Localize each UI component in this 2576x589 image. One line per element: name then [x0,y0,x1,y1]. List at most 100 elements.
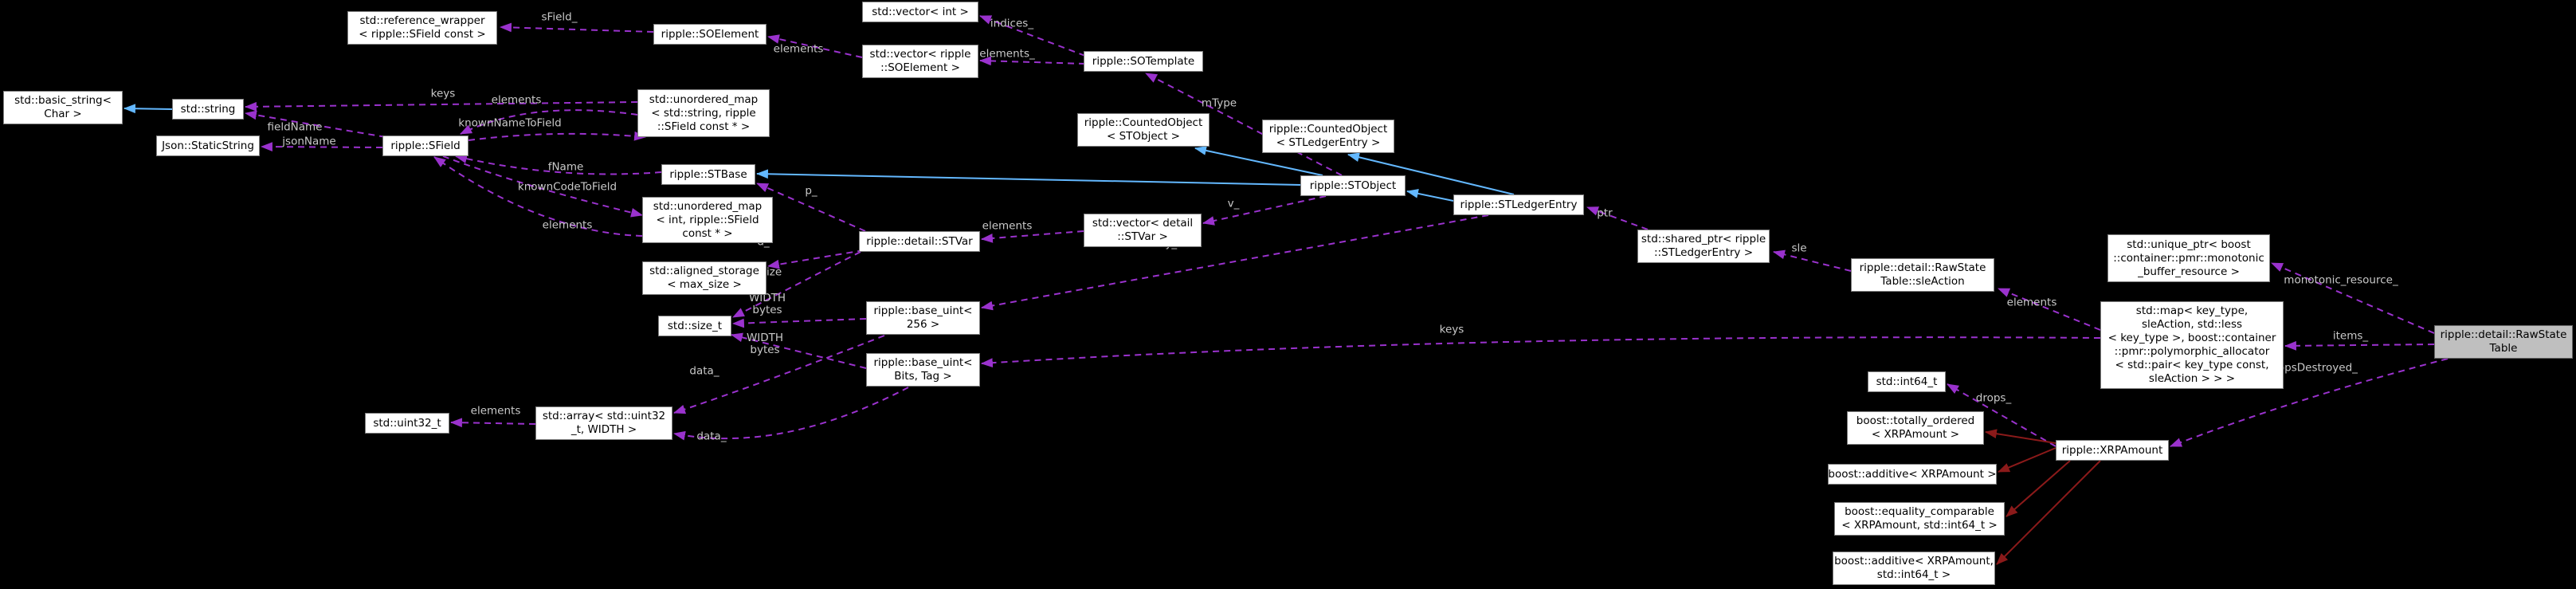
node-additive_xrp[interactable]: boost::additive< XRPAmount > [1828,464,1997,485]
node-int64[interactable]: std::int64_t [1868,371,1946,392]
node-vec_stvar-label-line: std::vector< detail [1092,217,1194,230]
node-umap_str-label-line: < std::string, ripple [651,106,756,120]
node-soelement[interactable]: ripple::SOElement [653,24,767,45]
node-uint32[interactable]: std::uint32_t [365,413,449,434]
node-sotemplate[interactable]: ripple::SOTemplate [1084,51,1203,72]
node-counted_stobject-label-line: ripple::CountedObject [1084,116,1203,129]
node-shared_ptr-label-line: ::STLedgerEntry > [1653,246,1754,259]
node-shared_ptr[interactable]: std::shared_ptr< ripple::STLedgerEntry > [1637,230,1770,263]
edge-xrpamount-to-int64 [1947,383,2056,447]
node-vec_int[interactable]: std::vector< int > [862,2,978,22]
edge-sotemplate-to-vec_int [978,15,1086,57]
edge-label-keys-map_box: keys [1439,323,1464,336]
edge-soelement-to-ref_wrapper [499,22,654,33]
node-unique_ptr-label-line: ::container::pmr::monotonic [2113,251,2264,265]
node-xrpamount-label-line: ripple::XRPAmount [2061,443,2163,457]
node-sfield-label-line: ripple::SField [390,139,461,152]
edge-label-dropsDestroyed_-rawstatetable: dropsDestroyed_ [2267,361,2358,375]
node-vec_stvar[interactable]: std::vector< detail::STVar > [1084,214,1202,247]
edge-label-sField_-soelement: sField_ [541,10,578,24]
edge-label-knownNameToField-sfield: knownNameToField [458,116,562,130]
node-counted_sle-label-line: < STLedgerEntry > [1276,136,1381,149]
node-counted_stobject[interactable]: ripple::CountedObject< STObject > [1077,113,1210,147]
node-vec_int-label-line: std::vector< int > [872,5,969,18]
node-base_uint_256[interactable]: ripple::base_uint<256 > [866,301,980,335]
node-stbase-label-line: ripple::STBase [669,167,747,181]
edge-stvar-to-aligned_storage [767,249,865,269]
edge-xrpamount-to-additive_xrp_int64 [1996,460,2101,565]
edge-umap_int-to-sfield [433,156,643,237]
edge-stledgerentry-to-base_uint_256 [980,214,1489,311]
node-vec_stvar-label-line: ::STVar > [1117,230,1168,243]
node-size_t-label-line: std::size_t [667,319,723,332]
node-counted_stobject-label-line: < STObject > [1107,130,1180,143]
edge-stledgerentry-to-stobject [1406,189,1454,202]
node-ref_wrapper[interactable]: std::reference_wrapper< ripple::SField c… [347,11,497,45]
node-counted_sle[interactable]: ripple::CountedObject< STLedgerEntry > [1262,120,1394,153]
node-equality_comparable-label-line: boost::equality_comparable [1845,505,1994,518]
node-map_box[interactable]: std::map< key_type,sleAction, std::less<… [2100,301,2284,389]
edge-label-sle-sleaction: sle [1791,241,1807,255]
edge-vec_soelement-to-soelement [767,34,863,58]
node-xrpamount[interactable]: ripple::XRPAmount [2056,440,2169,461]
node-base_uint_bits-label-line: ripple::base_uint< [873,356,973,369]
edge-label-elements-map_box: elements [2006,296,2057,309]
edge-stvar-to-stbase [756,183,866,232]
node-aligned_storage[interactable]: std::aligned_storage< max_size > [642,261,767,295]
node-stledgerentry[interactable]: ripple::STLedgerEntry [1453,194,1584,215]
node-size_t[interactable]: std::size_t [658,316,731,336]
edge-stbase-to-sfield [454,154,662,175]
node-additive_xrp_int64[interactable]: boost::additive< XRPAmount,std::int64_t … [1833,552,1995,585]
node-vec_soelement[interactable]: std::vector< ripple::SOElement > [862,45,978,78]
node-umap_int-label-line: std::unordered_map [653,199,763,213]
edge-umap_str-to-sfield [460,109,638,135]
node-equality_comparable[interactable]: boost::equality_comparable< XRPAmount, s… [1834,502,2005,536]
node-additive_xrp_int64-label-line: std::int64_t > [1876,568,1951,581]
node-basic_string[interactable]: std::basic_string<Char > [3,91,123,124]
edge-rawstatetable-to-unique_ptr [2271,262,2435,334]
node-umap_str-label-line: std::unordered_map [649,92,759,106]
node-umap_int-label-line: < int, ripple::SField [656,213,759,226]
node-map_box-label-line: sleAction > > > [2148,372,2236,385]
node-unique_ptr[interactable]: std::unique_ptr< boost::container::pmr::… [2107,234,2270,282]
edge-xrpamount-to-equality_comparable [2006,460,2071,517]
node-umap_str[interactable]: std::unordered_map< std::string, ripple:… [637,89,770,137]
node-json_static-label-line: Json::StaticString [162,139,254,152]
node-array_uint32-label-line: std::array< std::uint32 [542,410,666,422]
edge-sfield-to-string [244,110,386,138]
node-array_uint32[interactable]: std::array< std::uint32_t, WIDTH > [535,406,672,440]
node-stvar-label-line: ripple::detail::STVar [866,234,973,248]
node-map_box-label-line: ::pmr::polymorphic_allocator [2114,345,2270,358]
node-totally_ordered[interactable]: boost::totally_ordered< XRPAmount > [1847,411,1984,445]
node-shared_ptr-label-line: std::shared_ptr< ripple [1641,233,1766,245]
node-counted_sle-label-line: ripple::CountedObject [1268,123,1388,135]
node-array_uint32-label-line: _t, WIDTH > [570,423,637,436]
node-json_static[interactable]: Json::StaticString [156,135,260,156]
node-base_uint_256-label-line: 256 > [906,318,940,331]
node-string[interactable]: std::string [172,99,244,120]
node-vec_soelement-label-line: ::SOElement > [880,61,960,74]
node-map_box-label-line: < key_type >, boost::container [2107,332,2276,344]
edge-umap_str-to-string [244,101,638,112]
edge-stledgerentry-to-counted_sle [1347,152,1515,195]
node-sfield[interactable]: ripple::SField [382,135,469,156]
node-stvar[interactable]: ripple::detail::STVar [859,231,980,252]
node-rawstatetable-label-line: Table [2489,342,2518,355]
edge-label-elements-vec_soelement: elements [773,42,824,56]
edge-label-monotonic_resource_-rawstatetable: monotonic_resource_ [2284,273,2398,287]
node-map_box-label-line: < std::pair< key_type const, [2115,359,2269,371]
node-soelement-label-line: ripple::SOElement [661,27,759,41]
node-stbase[interactable]: ripple::STBase [661,164,755,185]
edge-label-line: WIDTH [746,332,784,344]
node-int64-label-line: std::int64_t [1876,375,1938,388]
node-base_uint_256-label-line: ripple::base_uint< [873,304,973,317]
edge-label-line: bytes [750,344,780,356]
edge-label-fName-stbase: fName [547,160,584,174]
node-base_uint_bits[interactable]: ripple::base_uint<Bits, Tag > [866,353,980,387]
node-stobject[interactable]: ripple::STObject [1300,175,1406,196]
